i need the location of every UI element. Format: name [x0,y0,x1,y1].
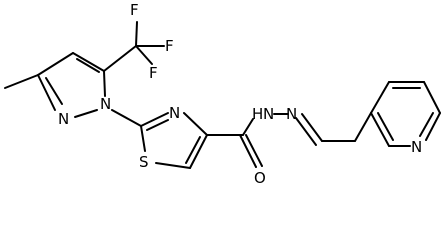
bond-c4-c5-double [76,58,100,73]
bond-ch-pyridine [354,112,372,142]
atom-n-imine: N [286,105,297,123]
bond-layer [4,21,441,169]
bond-n2-c3 [37,74,56,111]
atom-f-mid: F [149,64,158,82]
bond-c5-n1 [103,70,106,97]
bond-c2-n3-double [146,119,169,131]
bond-py-c5-c6 [423,81,441,114]
atom-s-thiazole: S [139,153,149,171]
bond-s-c2 [140,125,146,152]
bond-py-c3-c4 [370,81,390,114]
bond-c-nh [242,118,254,136]
atom-n-pyridine: N [411,138,422,156]
bond-n1-n2 [74,109,98,118]
bond-c5-cf3 [103,45,137,72]
bond-c4-c5t-double [185,136,201,164]
bond-n-n-double-a [301,113,323,142]
bond-c4-c5 [72,52,105,72]
bond-c-o [239,134,257,168]
bond-c-f-mid [135,45,153,65]
bond-py-c3-c2 [370,112,390,147]
atom-label-layer: F F F N N N S O H N N N [58,1,422,187]
bond-c2-n3 [140,112,169,127]
atom-n-thiazole: N [169,104,180,122]
bond-c3-c4 [37,52,74,76]
bond-methyl [4,74,39,89]
atom-f-top: F [130,1,139,19]
atom-h-hydrazide: H [252,105,263,123]
bond-c5t-s [155,162,191,169]
bond-py-c6-n-double [419,112,434,137]
bond-c-o-double [245,134,263,167]
atom-n-pyrazole-1: N [100,95,111,113]
bond-c4-c5t [189,134,208,169]
bond-n1-thiazole [111,109,142,127]
atom-n-pyrazole-2: N [58,110,69,128]
bond-n-n-double-b [295,117,317,146]
bond-py-c6-n [425,112,441,141]
atom-n-hydrazide: N [263,105,274,123]
atom-o-carbonyl: O [254,169,266,187]
bond-c-f-top [135,21,138,47]
chemical-structure-diagram: F F F N N N S O H N N N [4,1,441,187]
atom-f-right: F [165,37,174,55]
bond-py-c3-c2-double [377,112,394,141]
bond-n2-c3-double [45,77,63,105]
bond-n3-c4 [183,112,208,136]
